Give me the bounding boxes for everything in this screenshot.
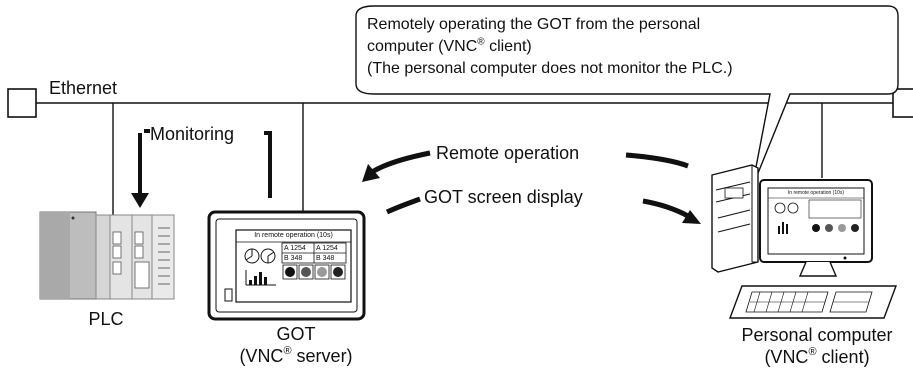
got-screen-cell: B 348 <box>316 255 335 262</box>
pc-sublabel: (VNC® client) <box>764 346 870 368</box>
monitoring-label: Monitoring <box>150 124 235 144</box>
monitoring-arrow <box>131 129 272 208</box>
plc-unit <box>39 211 175 300</box>
got-screen-cell: A 1254 <box>284 245 306 252</box>
pc-keyboard <box>728 285 898 319</box>
pc-screen-title: In remote operation (10s) <box>787 190 845 196</box>
pc-label: Personal computer <box>741 325 893 345</box>
remote-operation-arrow <box>362 150 689 182</box>
callout-line: Remotely operating the GOT from the pers… <box>367 16 701 33</box>
ethernet-terminator-right <box>892 88 913 118</box>
remote-operation-label: Remote operation <box>436 143 580 163</box>
personal-computer <box>711 164 898 319</box>
callout-text: Remotely operating the GOT from the pers… <box>367 14 733 80</box>
ethernet-terminator-left <box>7 88 37 118</box>
got-panel <box>207 210 366 321</box>
screen-display-arrow <box>385 196 701 224</box>
ethernet-label: Ethernet <box>49 78 118 98</box>
plc-label: PLC <box>88 309 124 329</box>
got-screen-cell: A 1254 <box>316 245 338 252</box>
pc-tower <box>711 164 759 273</box>
got-sublabel: (VNC® server) <box>239 345 353 367</box>
pc-monitor <box>759 179 873 277</box>
screen-display-label: GOT screen display <box>424 187 583 207</box>
bar-graph-icon <box>245 270 276 286</box>
got-screen-cell: B 348 <box>284 255 303 262</box>
callout-line: (The personal computer does not monitor … <box>367 60 733 77</box>
lamp-indicators <box>282 264 346 280</box>
got-label: GOT <box>276 324 316 344</box>
callout-line: computer (VNC® client) <box>367 36 532 55</box>
ethernet-line <box>7 88 913 215</box>
callout-bubble <box>355 5 899 189</box>
got-screen-title: In remote operation (10s) <box>254 232 333 239</box>
